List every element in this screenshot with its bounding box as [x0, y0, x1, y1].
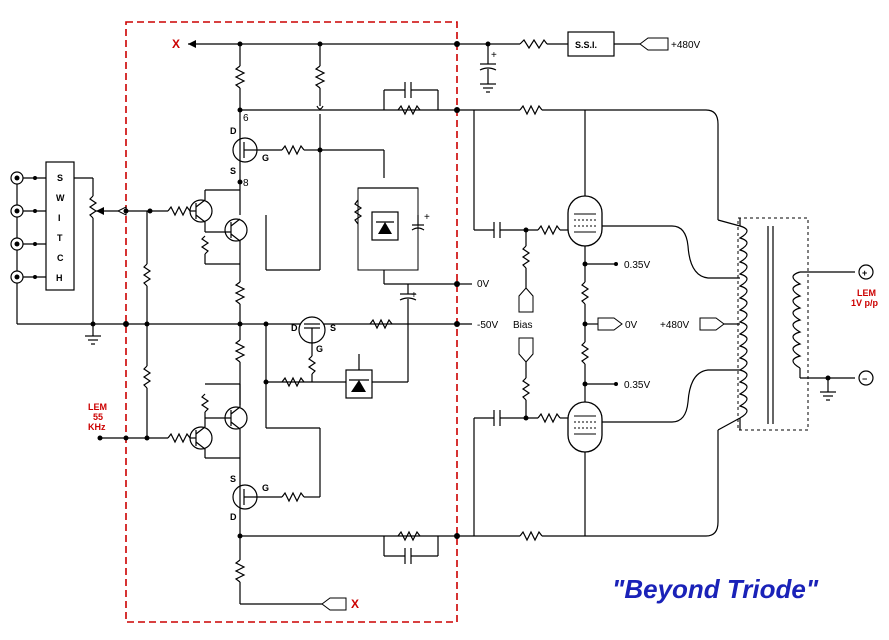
fet-mid-g: G: [316, 344, 323, 354]
fet-mid-s: S: [330, 323, 336, 333]
fet-bot-g: G: [262, 483, 269, 493]
switch-letter-c: C: [57, 253, 64, 263]
switch-letter-s: S: [57, 173, 63, 183]
regulator-block-bottom: [345, 324, 409, 399]
tube-section: [473, 110, 740, 536]
fet-top-g: G: [262, 153, 269, 163]
upper-transistor-pair: [150, 190, 248, 264]
top-rail: [188, 31, 669, 93]
lem-out-label-2: 1V p/p: [851, 298, 879, 308]
regulator-block-top: [353, 187, 460, 287]
zero-v-right-label: 0V: [477, 279, 490, 290]
bias-rails: [237, 283, 472, 330]
lem-in-label-3: KHz: [88, 422, 106, 432]
x-top-label: X: [172, 37, 180, 51]
ssi-label: S.S.I.: [575, 40, 597, 50]
left-column-wiring: [205, 44, 460, 215]
mid-column-wiring: [265, 44, 385, 271]
middle-fet: [263, 316, 346, 428]
plus480-top-label: +480V: [671, 40, 701, 51]
plus480-mid-label: +480V: [660, 320, 690, 331]
pin-8-label: 8: [243, 178, 249, 189]
out-plus-label: +: [862, 268, 867, 278]
v035-top-label: 0.35V: [624, 260, 650, 271]
output-transformer: [717, 218, 874, 431]
lem-in-label-1: LEM: [88, 402, 107, 412]
bottom-rail: [234, 430, 719, 611]
fet-top-s: S: [230, 166, 236, 176]
zero-v-mid-label: 0V: [625, 320, 638, 331]
x-bottom-label: X: [351, 597, 359, 611]
fet-bot-d: D: [230, 512, 237, 522]
bottom-fet: [232, 427, 321, 539]
fet-top-d: D: [230, 126, 237, 136]
fet-bot-s: S: [230, 474, 236, 484]
out-minus-label: −: [862, 374, 867, 384]
minus50-label: -50V: [477, 320, 498, 331]
fet-mid-d: D: [291, 323, 298, 333]
switch-input-section: [10, 161, 240, 441]
top-feedback-network: [383, 82, 719, 220]
cap-plus-3: +: [411, 290, 417, 301]
pin-6-label: 6: [243, 113, 249, 124]
diagram-title: "Beyond Triode": [612, 574, 819, 604]
lower-transistor-pair: [150, 384, 248, 480]
v035-bottom-label: 0.35V: [624, 380, 650, 391]
circuit-enclosure-dashed: [125, 21, 458, 623]
switch-letter-t: T: [57, 233, 63, 243]
switch-letter-i: I: [58, 213, 61, 223]
cap-plus-1: +: [491, 50, 497, 61]
switch-letter-h: H: [56, 273, 63, 283]
lem-out-label-1: LEM: [857, 288, 876, 298]
lem-in-label-2: 55: [93, 412, 103, 422]
bias-label: Bias: [513, 320, 532, 331]
cap-plus-2: +: [424, 212, 430, 223]
switch-letter-w: W: [56, 193, 65, 203]
